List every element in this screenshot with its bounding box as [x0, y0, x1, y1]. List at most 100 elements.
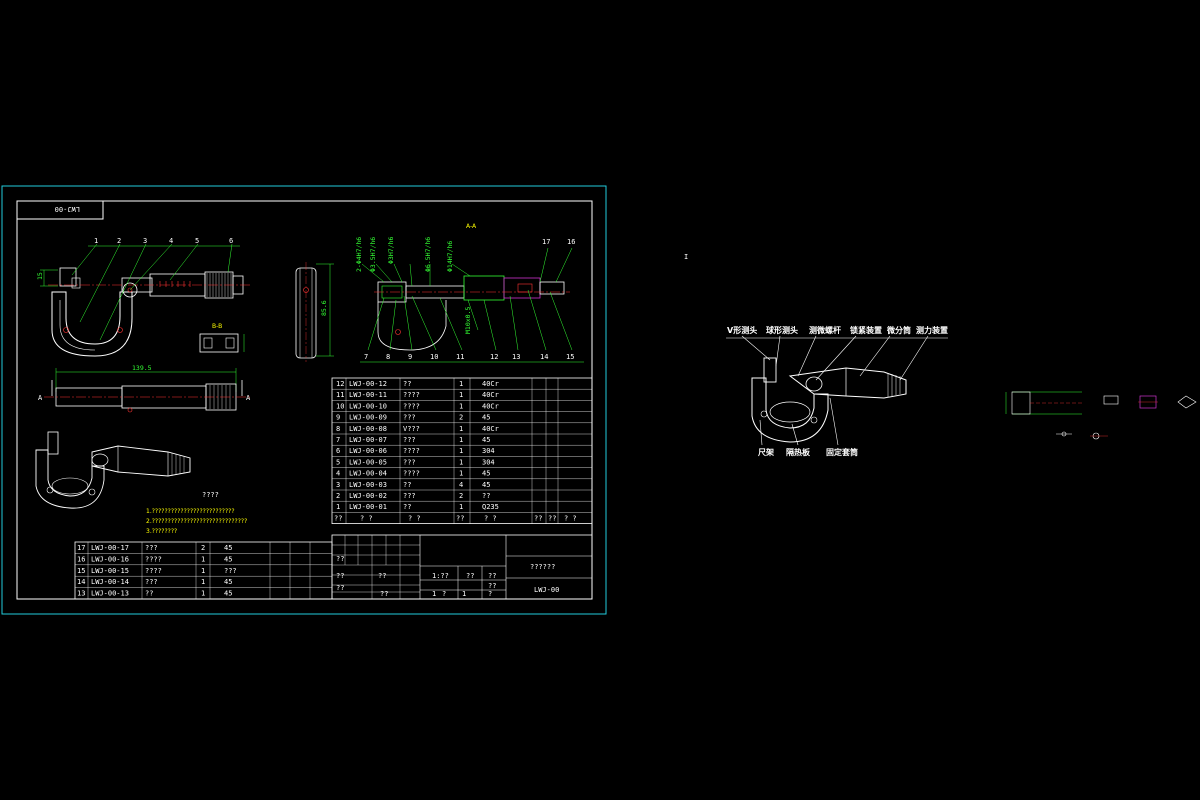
isometric-view	[35, 431, 191, 509]
bom-main-no: 1	[336, 503, 340, 511]
bom-lower-mat: 45	[224, 578, 232, 586]
bom-main-code: LWJ-00-09	[349, 414, 387, 422]
balloon-2: 2	[117, 237, 121, 245]
sheet-title-tab: LWJ-00	[55, 205, 80, 213]
title-block-cell: ??	[336, 584, 344, 592]
illustration-labels: V形测头 球形测头 测微螺杆 锁紧装置 微分筒 测力装置 尺架 隔热板 固定套筒	[727, 325, 948, 457]
balloon-9: 9	[408, 353, 412, 361]
bom-main-name: ???	[403, 492, 416, 500]
bom-lower-code: LWJ-00-13	[91, 590, 129, 598]
detail-views-small	[1005, 391, 1197, 440]
fit-5: Φ14H7/h6	[446, 241, 454, 272]
bom-lower-qty: 1	[201, 555, 205, 563]
balloon-16: 16	[567, 238, 575, 246]
label-spindle: 测微螺杆	[809, 325, 841, 335]
balloon-5: 5	[195, 237, 199, 245]
bom-main-qty: 1	[459, 425, 463, 433]
bom-main-no: 7	[336, 436, 340, 444]
title-block	[331, 534, 593, 600]
bom-main-name: ????	[403, 447, 420, 455]
fit-4: Φ6.5H7/h6	[424, 237, 432, 272]
bom-main-code: LWJ-00-11	[349, 391, 387, 399]
balloons-top: 1 2 3 4 5 6	[94, 237, 233, 245]
bom-lower-mat: 45	[224, 555, 232, 563]
balloon-7: 7	[364, 353, 368, 361]
bom-main-name: V???	[403, 425, 420, 433]
balloon-3: 3	[143, 237, 147, 245]
title-block-cells: ??????????1:????????1?1?	[336, 555, 496, 598]
tech-req-line-1: 1.??????????????????????????	[146, 508, 235, 515]
bom-lower-qty: 1	[201, 578, 205, 586]
bom-main-mat: Q235	[482, 503, 499, 511]
bom-main-code: LWJ-00-08	[349, 425, 387, 433]
balloon-14: 14	[540, 353, 548, 361]
bom-main-no: 8	[336, 425, 340, 433]
balloon-17: 17	[542, 238, 550, 246]
bom-main-no: 2	[336, 492, 340, 500]
title-block-cell: 1:??	[432, 572, 449, 580]
bom-main-qty: 2	[459, 414, 463, 422]
bom-lower-no: 15	[77, 567, 85, 575]
bom-lower-name: ???	[145, 578, 158, 586]
balloon-11: 11	[456, 353, 464, 361]
drawing-number: LWJ-00	[534, 586, 559, 594]
bom-main-header: ??	[534, 514, 542, 522]
bom-lower-code: LWJ-00-14	[91, 578, 129, 586]
label-v-probe: V形测头	[727, 325, 757, 335]
title-block-cell: ??	[378, 572, 386, 580]
balloon-12: 12	[490, 353, 498, 361]
bom-lower-code: LWJ-00-15	[91, 567, 129, 575]
thread-spec: M10x0.5	[464, 307, 472, 334]
bom-main-name: ????	[403, 391, 420, 399]
bom-main-mat: 304	[482, 458, 495, 466]
balloon-6: 6	[229, 237, 233, 245]
bom-main-code: LWJ-00-07	[349, 436, 387, 444]
label-sleeve: 固定套筒	[826, 447, 858, 457]
bom-lower-code: LWJ-00-17	[91, 544, 129, 552]
bom-main-no: 5	[336, 458, 340, 466]
bom-main-code: LWJ-00-05	[349, 458, 387, 466]
view-b-b-label: B-B	[212, 323, 222, 330]
dim-height: 85.6	[320, 300, 328, 316]
bom-main-no: 9	[336, 414, 340, 422]
title-block-cell: ??	[380, 590, 388, 598]
bom-lower-name: ????	[145, 567, 162, 575]
title-block-cell: 1	[462, 590, 466, 598]
title-block-cell: ?	[488, 590, 492, 598]
bom-main-name: ????	[403, 470, 420, 478]
bom-main-code: LWJ-00-04	[349, 470, 387, 478]
drawing-name: ??????	[530, 563, 555, 571]
bom-main-code: LWJ-00-12	[349, 380, 387, 388]
bom-main-mat: 304	[482, 447, 495, 455]
bom-main-qty: 2	[459, 492, 463, 500]
section-label: A-A	[466, 223, 477, 230]
label-thimble: 微分筒	[886, 325, 911, 335]
bom-main-name: ??	[403, 503, 411, 511]
title-block-cell: ?	[442, 590, 446, 598]
title-block-cell: ??	[466, 572, 474, 580]
bom-main-name: ??	[403, 481, 411, 489]
bom-main-qty: 1	[459, 436, 463, 444]
bom-main-qty: 1	[459, 470, 463, 478]
leader-lines-top	[71, 243, 240, 341]
section-arrow-left: A	[38, 394, 43, 402]
section-arrow-right: A	[246, 394, 251, 402]
bom-lower-code: LWJ-00-16	[91, 555, 129, 563]
front-view	[40, 267, 250, 357]
bom-main-name: ??	[403, 380, 411, 388]
bom-main-mat: 45	[482, 481, 490, 489]
bom-main-header: ??	[548, 514, 556, 522]
bom-lower-no: 16	[77, 555, 85, 563]
bom-lower-mat: 45	[224, 544, 232, 552]
label-frame: 尺架	[758, 447, 774, 457]
fit-2: Φ3.5H7/h6	[369, 237, 377, 272]
bom-main-qty: 1	[459, 458, 463, 466]
title-block-cell: ??	[488, 572, 496, 580]
fit-1: 2-Φ4H7/h6	[355, 237, 363, 272]
bom-main-name: ????	[403, 402, 420, 410]
bom-main-header: ? ?	[484, 514, 497, 522]
bom-main-border	[331, 377, 593, 525]
balloons-section: 17 16 7 8 9 10 11 12 13 14 15	[364, 238, 575, 361]
bom-main-qty: 1	[459, 391, 463, 399]
